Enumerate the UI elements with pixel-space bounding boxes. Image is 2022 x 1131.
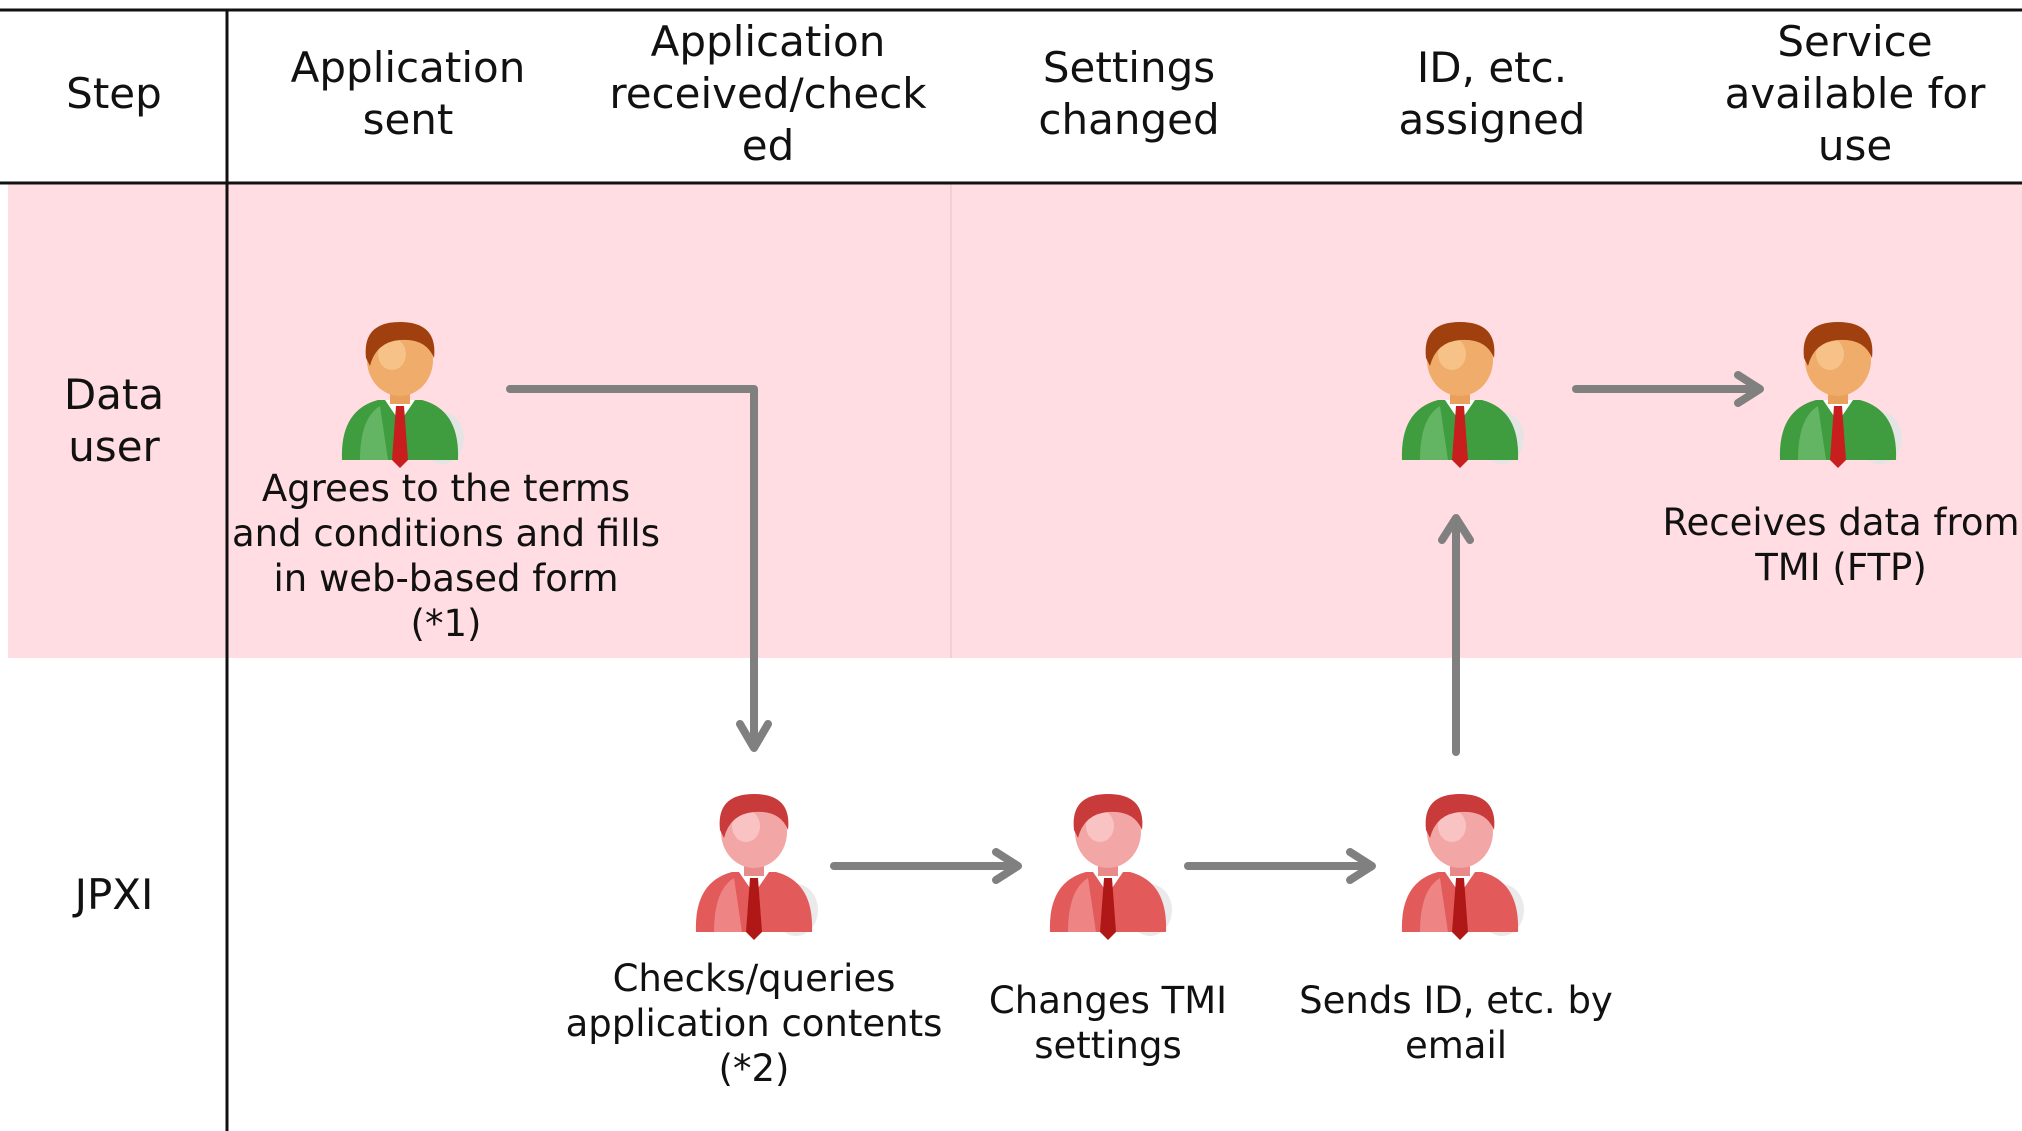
arrow-send-to-assigned-head — [1438, 514, 1474, 544]
header-step-id-assigned: ID, etc. assigned — [1398, 43, 1586, 144]
caption-jpxi-check: Checks/queries application contents (*2) — [565, 957, 943, 1090]
header-step-service-available: Service available for use — [1724, 17, 1986, 170]
caption-jpxi-settings: Changes TMI settings — [988, 979, 1228, 1067]
arrow-assigned-to-service-head — [1734, 371, 1764, 407]
header-step-application-sent: Application sent — [290, 43, 526, 144]
data-user-lane — [8, 184, 2022, 658]
arrow-check-to-settings-head — [992, 848, 1022, 884]
arrow-settings-to-send-head — [1346, 848, 1376, 884]
caption-data-user-service: Receives data from TMI (FTP) — [1662, 501, 2020, 589]
arrow-application-to-check — [506, 385, 758, 746]
flow-arrows — [506, 371, 1764, 884]
lane-label-jpxi: JPXI — [74, 869, 154, 919]
header-step-application-received: Application received/check ed — [609, 17, 927, 170]
jpxi-lane — [8, 658, 2022, 1131]
arrow-application-to-check-head — [736, 720, 772, 752]
caption-jpxi-send-id: Sends ID, etc. by email — [1299, 979, 1613, 1067]
lane-label-data-user: Data user — [63, 370, 165, 471]
header-step-settings-changed: Settings changed — [1038, 43, 1220, 144]
header-step-label: Step — [66, 69, 162, 118]
caption-data-user-application: Agrees to the terms and conditions and f… — [232, 467, 660, 645]
